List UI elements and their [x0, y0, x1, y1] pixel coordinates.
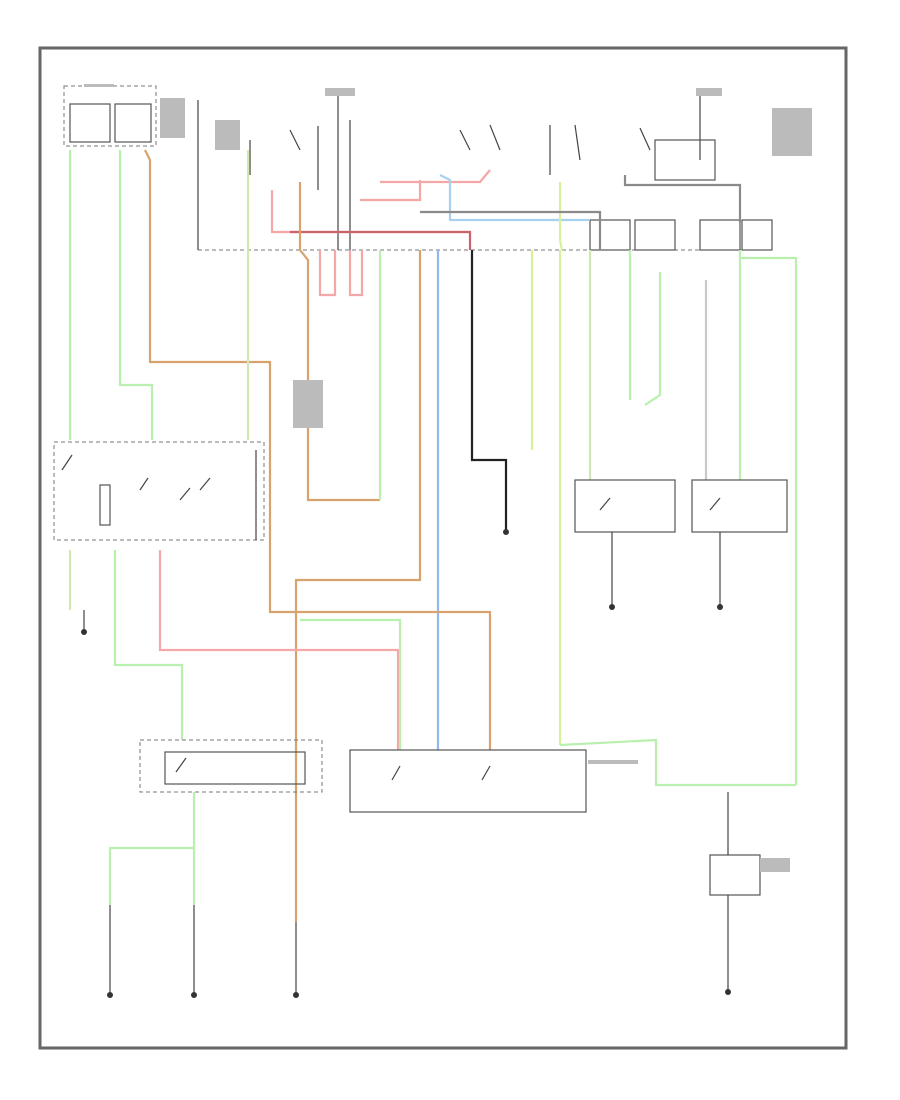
- ground-icon: [81, 629, 87, 635]
- ground-icon: [107, 992, 113, 998]
- top-switches: [249, 90, 716, 250]
- bottom-right-module: [709, 792, 761, 990]
- ground-points: [81, 529, 731, 998]
- fuse-block-right: [589, 175, 773, 251]
- ground-icon: [503, 529, 509, 535]
- ground-icon: [293, 992, 299, 998]
- illegible-labels: [84, 84, 812, 872]
- top-harness: [270, 169, 602, 530]
- ground-icon: [725, 989, 731, 995]
- ground-icon: [609, 604, 615, 610]
- bottom-left-module: [108, 739, 323, 905]
- fuse-block-left: [63, 85, 157, 147]
- ground-icon: [717, 604, 723, 610]
- bottom-switch-module: [349, 738, 796, 813]
- left-wires: [68, 149, 492, 750]
- ground-icon: [191, 992, 197, 998]
- diagram-frame: [38, 46, 848, 1050]
- left-relay-module: [53, 441, 265, 541]
- right-relays: [574, 479, 788, 605]
- bus-drops: [294, 250, 798, 922]
